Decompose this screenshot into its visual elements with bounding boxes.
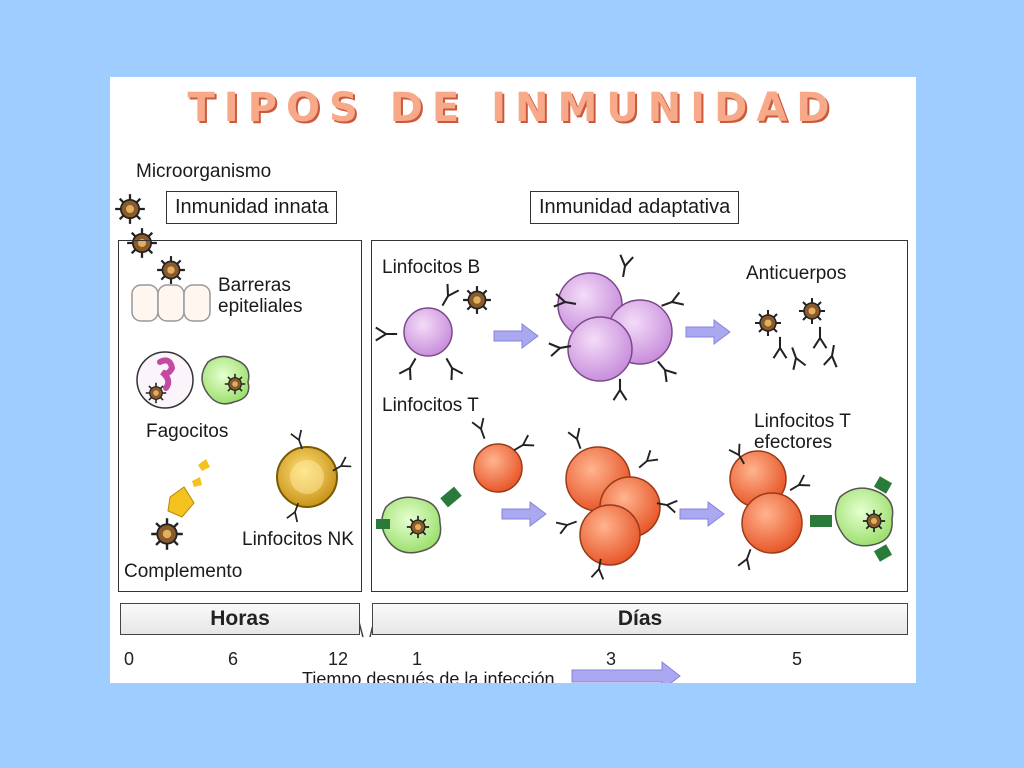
- tick-12: 12: [328, 649, 349, 669]
- barriers-label-line2: epiteliales: [218, 296, 303, 317]
- phagocytes-label: Fagocitos: [146, 421, 229, 442]
- t-cells-label: Linfocitos T: [382, 395, 479, 416]
- tick-0: 0: [124, 649, 135, 669]
- t-cell-proliferation-icon: [555, 427, 679, 581]
- b-cell-proliferation-icon: [547, 253, 685, 402]
- b-cell-icon: [374, 282, 492, 382]
- adaptive-immunity-frame: [371, 240, 908, 592]
- innate-immunity-title: Inmunidad innata: [166, 191, 338, 224]
- diagram-canvas: [114, 193, 894, 683]
- tick-5: 5: [792, 649, 803, 669]
- diagram-panel: TIPOS DE INMUNIDAD: [110, 77, 916, 683]
- timeline-caption: Tiempo después de la infección: [302, 669, 555, 683]
- tick-3: 3: [606, 649, 617, 669]
- b-cells-label: Linfocitos B: [382, 257, 481, 278]
- effector-t-cells-label: Linfocitos T efectores: [754, 411, 851, 453]
- phagocyte-icon: [136, 351, 250, 409]
- effector-t-cell-icon: [728, 442, 894, 571]
- effector-t-cells-label-line2: efectores: [754, 432, 833, 453]
- slide-title: TIPOS DE INMUNIDAD: [187, 85, 839, 131]
- days-bar: Días: [372, 603, 908, 635]
- t-cell-icon: [376, 417, 536, 554]
- arrow-icon: [493, 319, 731, 683]
- adaptive-immunity-title: Inmunidad adaptativa: [530, 191, 740, 224]
- microorganism-label: Microorganismo: [136, 161, 272, 182]
- complement-label: Complemento: [124, 561, 243, 582]
- tick-6: 6: [228, 649, 239, 669]
- antibodies-label: Anticuerpos: [746, 263, 847, 284]
- tick-1: 1: [412, 649, 423, 669]
- effector-t-cells-label-line1: Linfocitos T: [754, 411, 851, 432]
- barriers-label-line1: Barreras: [218, 275, 291, 296]
- epithelial-barrier-icon: [131, 255, 211, 322]
- hours-bar: Horas: [120, 603, 360, 635]
- innate-immunity-frame: [118, 240, 362, 592]
- nk-cells-label: Linfocitos NK: [242, 529, 354, 550]
- complement-icon: [150, 459, 210, 551]
- nk-cell-icon: [276, 429, 353, 523]
- barriers-label: Barreras epiteliales: [218, 275, 303, 317]
